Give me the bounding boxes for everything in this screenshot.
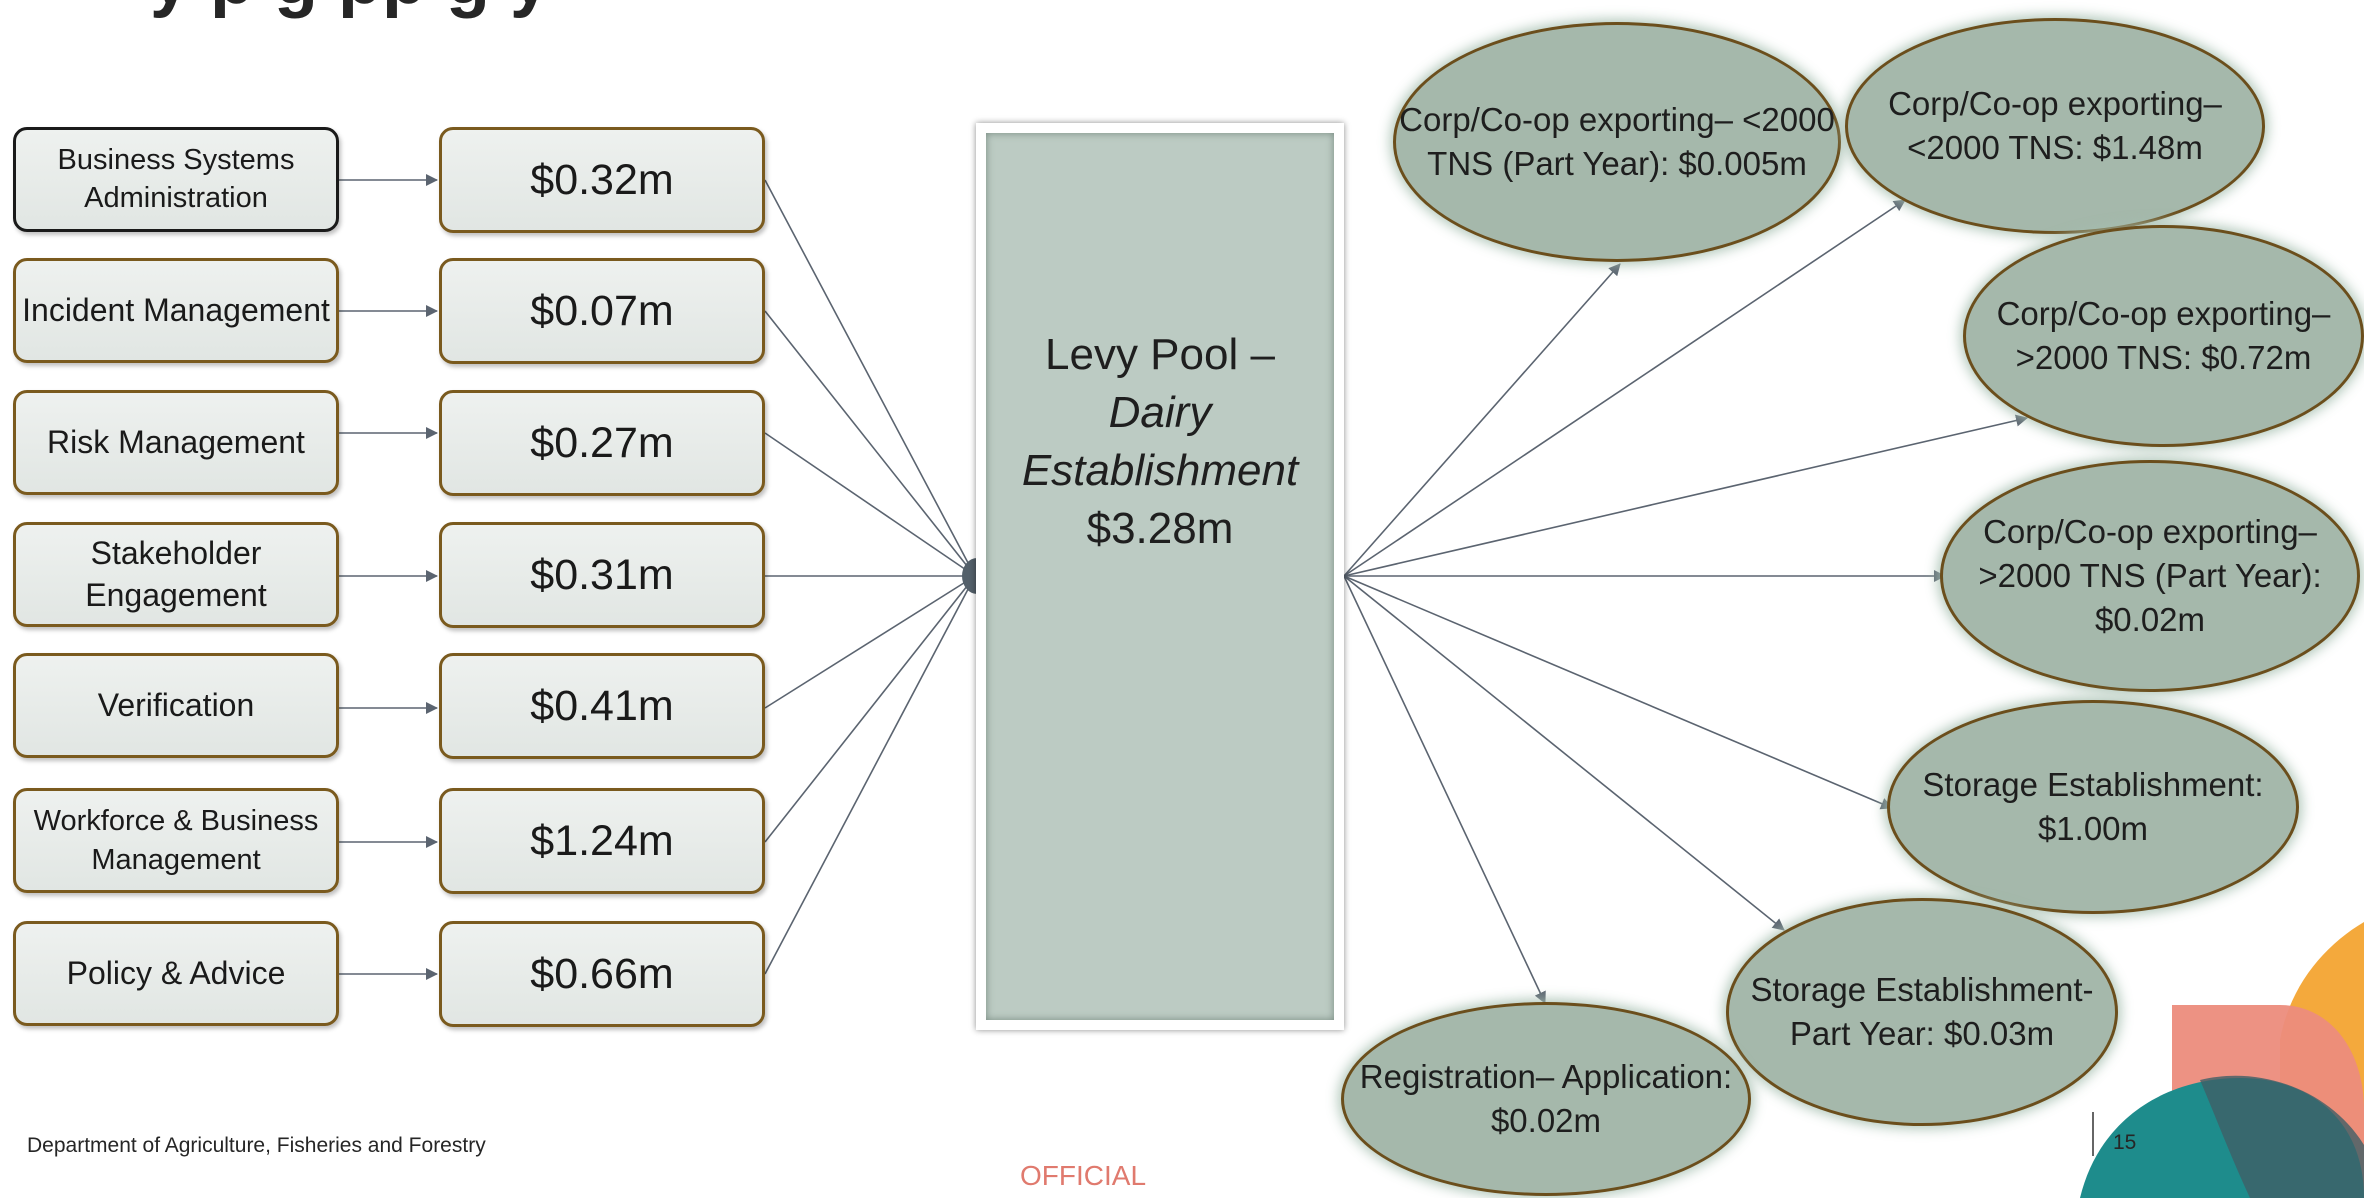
recipient-label: Storage Establishment: $1.00m [1922, 766, 2264, 847]
cost-box-workforce-business-management: $1.24m [439, 788, 765, 894]
cost-box-incident-management: $0.07m [439, 258, 765, 364]
levy-pool-name-line1: Dairy [1108, 387, 1212, 437]
slide-title-fragment: y p g pp g y [150, 0, 550, 20]
cost-box-stakeholder-engagement: $0.31m [439, 522, 765, 628]
recipient-registration-application: Registration– Application: $0.02m [1341, 1002, 1751, 1196]
recipient-label: Corp/Co-op exporting– >2000 TNS: $0.72m [1996, 295, 2331, 376]
levy-pool-name-line2: Establishment [1021, 445, 1299, 495]
recipient-corp-coop-gt2000-part-year: Corp/Co-op exporting– >2000 TNS (Part Ye… [1940, 460, 2360, 692]
pool-to-recipient-arrow [1343, 414, 2028, 577]
cost-to-pool-line [764, 310, 976, 577]
recipient-corp-coop-gt2000: Corp/Co-op exporting– >2000 TNS: $0.72m [1963, 225, 2364, 447]
recipient-storage-establishment: Storage Establishment: $1.00m [1887, 700, 2299, 914]
page-number: 15 [2113, 1131, 2137, 1154]
activity-box-workforce-business-management: Workforce & Business Management [13, 788, 339, 893]
recipient-corp-coop-lt2000-part-year: Corp/Co-op exporting– <2000 TNS (Part Ye… [1393, 22, 1841, 262]
pool-to-recipient-arrow [1343, 575, 1785, 931]
decorative-petal-shapes [2080, 922, 2364, 1198]
pool-to-recipient-arrow [1343, 575, 1893, 810]
pool-to-recipient-arrow [1343, 199, 1906, 577]
levy-pool-amount: $3.28m [1086, 503, 1234, 553]
page-number-divider [2092, 1112, 2094, 1156]
activity-box-stakeholder-engagement: Stakeholder Engagement [13, 522, 339, 627]
activity-box-incident-management: Incident Management [13, 258, 339, 363]
pool-to-recipient-arrow [1343, 263, 1621, 577]
recipient-corp-coop-lt2000: Corp/Co-op exporting– <2000 TNS: $1.48m [1845, 18, 2265, 234]
recipient-label: Corp/Co-op exporting– <2000 TNS: $1.48m [1888, 85, 2222, 166]
footer-department: Department of Agriculture, Fisheries and… [27, 1134, 486, 1157]
levy-pool-box: Levy Pool – Dairy Establishment $3.28m [976, 123, 1344, 1030]
activity-box-business-systems-administration: Business Systems Administration [13, 127, 339, 232]
cost-to-pool-line [764, 575, 976, 843]
cost-box-risk-management: $0.27m [439, 390, 765, 496]
cost-box-business-systems-administration: $0.32m [439, 127, 765, 233]
cost-to-pool-line [764, 432, 976, 577]
cost-to-pool-line [764, 179, 976, 577]
cost-to-pool-line [764, 575, 976, 975]
cost-to-pool-line [764, 575, 976, 709]
cost-box-policy-advice: $0.66m [439, 921, 765, 1027]
footer-classification: OFFICIAL [1020, 1160, 1147, 1191]
recipient-label: Corp/Co-op exporting– <2000 TNS (Part Ye… [1399, 101, 1835, 182]
activity-box-risk-management: Risk Management [13, 390, 339, 495]
pool-to-recipient-arrow [1343, 575, 1546, 1004]
recipient-label: Registration– Application: $0.02m [1359, 1058, 1733, 1139]
levy-pool-title: Levy Pool – [1045, 329, 1275, 379]
activity-box-policy-advice: Policy & Advice [13, 921, 339, 1026]
recipient-label: Storage Establishment- Part Year: $0.03m [1750, 971, 2094, 1052]
recipient-label: Corp/Co-op exporting– >2000 TNS (Part Ye… [1978, 513, 2322, 638]
cost-box-verification: $0.41m [439, 653, 765, 759]
activity-box-verification: Verification [13, 653, 339, 758]
recipient-storage-establishment-part-year: Storage Establishment- Part Year: $0.03m [1726, 898, 2118, 1126]
